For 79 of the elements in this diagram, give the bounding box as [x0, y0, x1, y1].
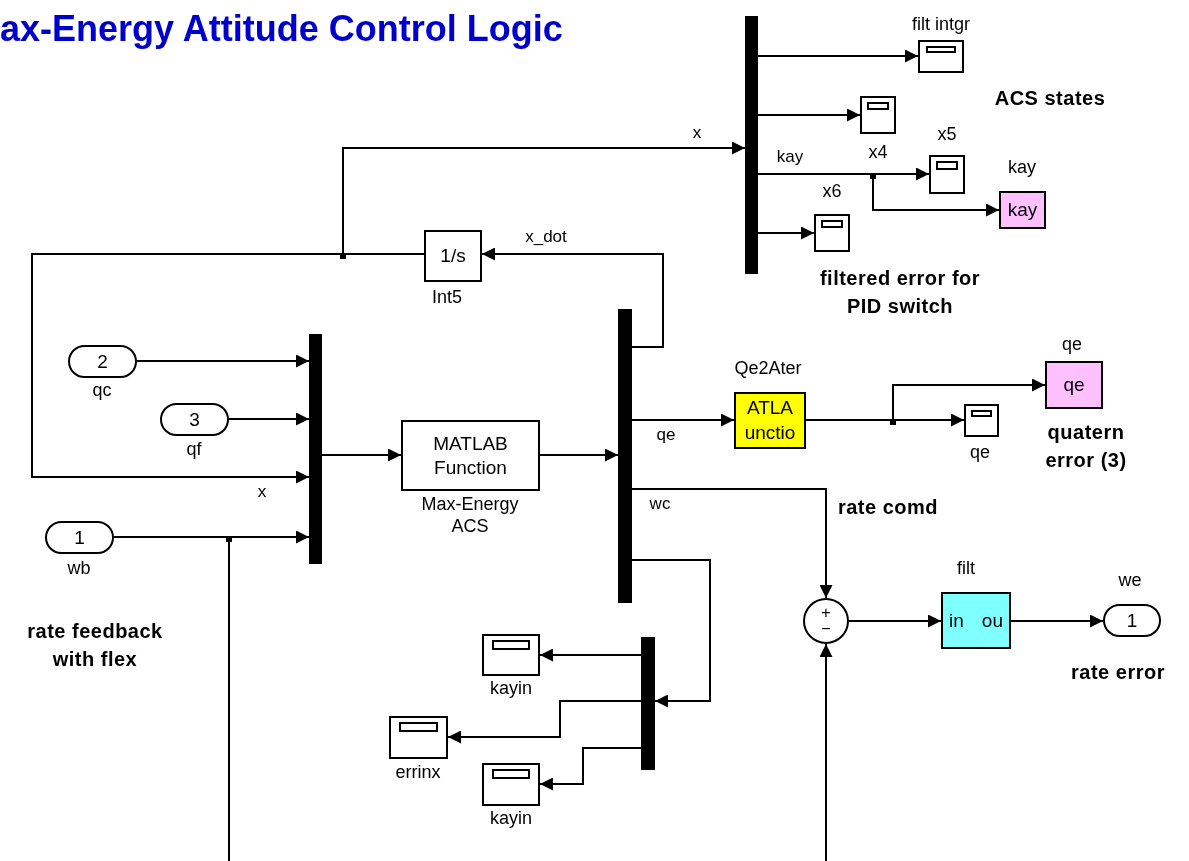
block-name: wb	[67, 558, 91, 580]
signal-arrow	[757, 49, 919, 63]
scope-block	[482, 634, 540, 676]
block-name: Int5	[432, 287, 462, 309]
filter-block	[941, 592, 1011, 649]
block-text: in	[948, 608, 965, 633]
annotation-text: rate error	[1070, 660, 1166, 685]
block-text: ATLA unctio	[743, 395, 797, 445]
block-name: filt	[957, 558, 975, 580]
block-text: MATLAB Function	[432, 431, 509, 480]
scope-block	[964, 404, 999, 437]
scope-block	[929, 155, 965, 194]
block-name: Qe2Ater	[734, 358, 802, 380]
annotation-text: rate feedback with flex	[26, 619, 164, 672]
signal-arrow	[631, 488, 833, 599]
signal-arrow	[539, 648, 642, 662]
signal-arrow	[819, 643, 833, 861]
block-name: qc	[92, 380, 112, 402]
annotation-text: ACS states	[993, 86, 1107, 111]
scope-block	[860, 96, 896, 134]
function-block	[734, 392, 806, 449]
signal-arrow	[447, 700, 642, 744]
annotation-text: filtered error for PID switch	[818, 266, 982, 319]
signal-arrow	[321, 448, 402, 462]
annotation-text: rate comd	[836, 495, 940, 520]
signal-arrow	[1010, 614, 1104, 628]
signal-arrow	[757, 173, 1000, 217]
block-name: kay	[1008, 157, 1036, 179]
sign-label: −	[820, 621, 832, 637]
display-block	[1045, 361, 1103, 409]
signal-arrow	[136, 354, 310, 368]
diagram-title: ax-Energy Attitude Control Logic	[0, 8, 563, 50]
scope-block	[918, 40, 964, 73]
scope-block	[814, 214, 850, 252]
edge-label: kay	[775, 148, 805, 167]
signal-arrow	[539, 747, 642, 791]
mux-bar	[618, 309, 632, 603]
block-text: 2	[96, 349, 109, 374]
block-text: qe	[1062, 373, 1086, 397]
mux-bar	[641, 637, 655, 770]
block-name: qe	[1062, 334, 1082, 356]
signal-arrow	[228, 412, 310, 426]
mux-bar	[309, 334, 322, 564]
block-text: ou	[980, 608, 1004, 633]
signal-arrow	[805, 378, 1046, 421]
block-text: 3	[188, 407, 201, 432]
block-name: x6	[822, 181, 842, 203]
block-name: x5	[937, 124, 957, 146]
function-block	[401, 420, 540, 491]
signal-arrow	[848, 614, 942, 628]
sign-label: +	[820, 605, 832, 621]
block-text: 1/s	[439, 244, 467, 268]
function-block	[424, 230, 482, 282]
block-name: qf	[186, 439, 202, 461]
block-name: filt intgr	[912, 14, 970, 36]
block-name: kayin	[490, 678, 532, 700]
scope-block	[482, 763, 540, 806]
annotation-text: quatern error (3)	[1044, 420, 1128, 473]
block-name: errinx	[395, 762, 441, 784]
signal-arrow	[757, 108, 861, 122]
block-name: x4	[868, 142, 888, 164]
block-name: kayin	[490, 808, 532, 830]
block-name: qe	[970, 442, 990, 464]
display-block	[999, 191, 1046, 229]
signal-arrow	[342, 141, 746, 255]
block-text: 1	[73, 525, 86, 550]
signal-arrow	[631, 413, 735, 427]
edge-label: x_dot	[524, 228, 568, 247]
block-text: kay	[1006, 198, 1039, 222]
signal-arrow	[481, 247, 664, 348]
scope-block	[389, 716, 448, 759]
block-name: we	[1118, 570, 1142, 592]
signal-arrow	[539, 448, 619, 462]
block-name: Max-Energy ACS	[420, 494, 520, 538]
signal-arrow	[757, 226, 815, 240]
sum-junction	[803, 598, 849, 644]
block-text: 1	[1125, 608, 1139, 633]
mux-bar	[745, 16, 758, 274]
signal-arrow	[631, 559, 711, 708]
